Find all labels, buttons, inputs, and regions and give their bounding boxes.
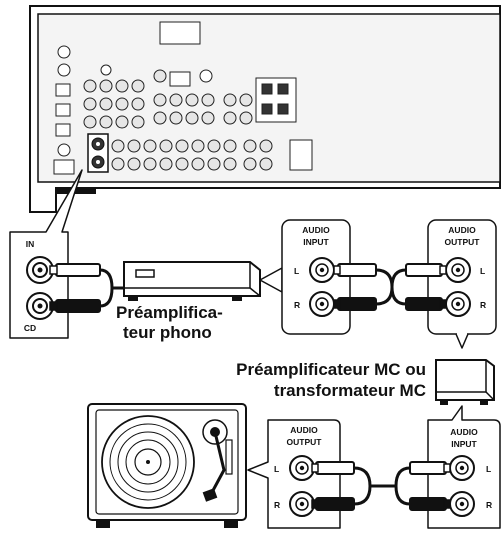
cable-mc-to-phono-preamp	[333, 263, 447, 311]
turntable-device	[87, 403, 247, 528]
phono-preamp-label-line2: teur phono	[123, 323, 212, 342]
receiver-panel-details	[100, 21, 313, 171]
mc-device-label-line1: Préamplificateur MC ou	[236, 360, 426, 379]
receiver-cd-left-jack	[26, 256, 54, 284]
receiver-in-label: IN	[26, 239, 35, 249]
receiver-cd-jacks	[87, 133, 109, 173]
phono-preamp-input-l: L	[294, 266, 299, 276]
receiver-left-terminals	[53, 45, 75, 175]
receiver-rca-jacks	[83, 79, 273, 171]
turntable-output-r: R	[274, 500, 280, 510]
mc-preamp-output-header-2: OUTPUT	[445, 237, 481, 247]
cable-receiver-to-phono-preamp	[49, 263, 124, 313]
receiver-cd-label: CD	[24, 323, 36, 333]
mc-device-input-header-1: AUDIO	[450, 427, 478, 437]
phono-preamp-audio-input-panel: AUDIO INPUT L R	[281, 219, 351, 335]
receiver-cd-callout: IN CD	[9, 169, 83, 339]
mc-preamp-output-r: R	[480, 300, 486, 310]
mc-device-label-line2: transformateur MC	[274, 381, 426, 400]
phono-preamp-input-header-2: INPUT	[303, 237, 329, 247]
mc-device-input-r: R	[486, 500, 492, 510]
av-receiver-rear-panel	[29, 5, 501, 213]
phono-preamp-input-header-1: AUDIO	[302, 225, 330, 235]
mc-preamp-output-l: L	[480, 266, 485, 276]
mc-transformer-device	[435, 359, 495, 405]
cable-turntable-to-mc	[311, 461, 451, 511]
phono-preamp-label-line1: Préamplifica-	[116, 303, 223, 322]
receiver-cd-right-jack	[26, 292, 54, 320]
turntable-output-header-2: OUTPUT	[287, 437, 323, 447]
mc-preamp-audio-output-panel: AUDIO OUTPUT L R	[427, 219, 497, 349]
mc-device-input-header-2: INPUT	[451, 439, 477, 449]
phono-preamp-device	[123, 261, 283, 301]
turntable-output-header-1: AUDIO	[290, 425, 318, 435]
turntable-output-l: L	[274, 464, 279, 474]
mc-device-input-l: L	[486, 464, 491, 474]
phono-preamp-input-r: R	[294, 300, 300, 310]
mc-preamp-output-header-1: AUDIO	[448, 225, 476, 235]
